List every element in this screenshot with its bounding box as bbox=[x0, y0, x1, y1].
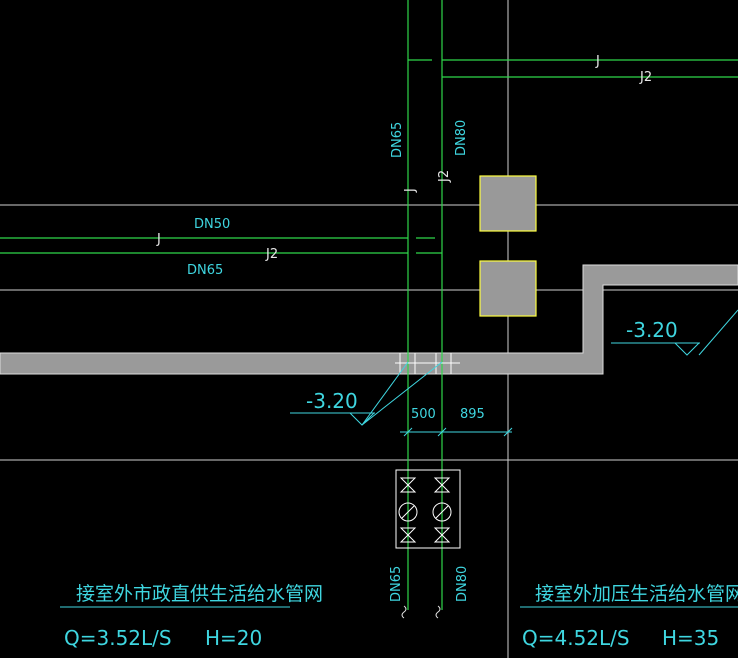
note-left-head: H=20 bbox=[205, 626, 262, 650]
column bbox=[479, 175, 537, 317]
pipe-sleeves bbox=[395, 353, 460, 374]
pipe-size-dn65-top: DN65 bbox=[390, 122, 405, 158]
notes: 接室外市政直供生活给水管网 Q=3.52L/S H=20 接室外加压生活给水管网… bbox=[64, 583, 738, 650]
pipe-lines bbox=[0, 0, 738, 610]
pipe-label-j-top: J bbox=[595, 54, 600, 69]
level-labels: -3.20 -3.20 bbox=[306, 318, 678, 413]
pipe-label-j-riser: J bbox=[403, 188, 418, 193]
pipe-label-j2-top: J2 bbox=[639, 70, 652, 85]
level-right: -3.20 bbox=[626, 318, 678, 342]
level-marker-right bbox=[611, 309, 738, 356]
gate-valve-icon bbox=[399, 477, 451, 543]
pipe-break-marks bbox=[401, 605, 441, 619]
pipe-label-j2-riser: J2 bbox=[437, 170, 452, 183]
pipe-label-j-horizontal: J bbox=[156, 232, 161, 247]
level-marker-left bbox=[290, 361, 443, 426]
note-left-flow: Q=3.52L/S bbox=[64, 626, 172, 650]
dimension-895: 895 bbox=[460, 407, 485, 422]
pipe-size-dn80-top: DN80 bbox=[454, 120, 469, 156]
wall-outline bbox=[0, 264, 738, 375]
pipe-labels: J J2 DN65 DN80 J J2 DN50 J J2 DN65 DN65 … bbox=[156, 54, 652, 602]
dimension-line bbox=[400, 427, 513, 437]
pipe-size-dn50: DN50 bbox=[194, 217, 230, 232]
valve-assembly bbox=[395, 469, 461, 549]
note-right-title: 接室外加压生活给水管网 bbox=[535, 583, 738, 605]
pipe-size-dn65-bottom: DN65 bbox=[389, 566, 404, 602]
pipe-size-dn65-horizontal: DN65 bbox=[187, 263, 223, 278]
note-right-head: H=35 bbox=[662, 626, 719, 650]
level-left: -3.20 bbox=[306, 389, 358, 413]
dimension-500: 500 bbox=[411, 407, 436, 422]
water-meter-icon bbox=[398, 502, 452, 522]
pipe-label-j2-horizontal: J2 bbox=[265, 247, 278, 262]
note-right-flow: Q=4.52L/S bbox=[522, 626, 630, 650]
note-left-title: 接室外市政直供生活给水管网 bbox=[76, 583, 323, 605]
dimension-labels: 500 895 bbox=[411, 407, 485, 422]
pipe-size-dn80-bottom: DN80 bbox=[455, 566, 470, 602]
